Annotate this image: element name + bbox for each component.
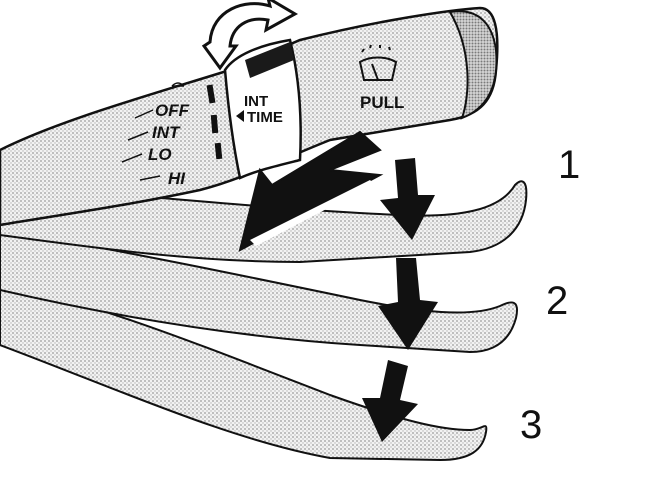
- lever-position-2-outline: [0, 228, 518, 354]
- lever-end-cap: [448, 10, 498, 120]
- switch-label-int: INT: [152, 123, 181, 142]
- switch-label-lo: LO: [148, 145, 172, 164]
- knob-label-int: INT: [244, 93, 268, 110]
- switch-label-off: OFF: [155, 101, 190, 120]
- rotation-arrow-icon: [201, 0, 299, 71]
- time-arrow-icon: [236, 110, 244, 122]
- mist-icon: [171, 82, 185, 87]
- step-arrow-1-icon: [380, 158, 435, 240]
- step-arrow-3-icon: [362, 360, 418, 442]
- lever-position-3-outline: [0, 283, 488, 462]
- int-time-ring: [223, 38, 302, 180]
- knob-label-time: TIME: [247, 109, 283, 126]
- pull-label: PULL: [360, 93, 404, 112]
- switch-label-hi: HI: [168, 169, 186, 188]
- step-arrow-2-icon: [378, 258, 438, 350]
- step-number-1: 1: [558, 143, 580, 187]
- step-number-3: 3: [520, 403, 542, 447]
- step-number-2: 2: [546, 279, 568, 323]
- pull-arrow-highlight: [250, 180, 374, 246]
- switch-position-labels: OFF INT LO HI: [121, 101, 190, 188]
- ring-shadow-band: [245, 42, 294, 78]
- washer-icon: [358, 44, 398, 81]
- switch-position-ticks: [206, 84, 223, 160]
